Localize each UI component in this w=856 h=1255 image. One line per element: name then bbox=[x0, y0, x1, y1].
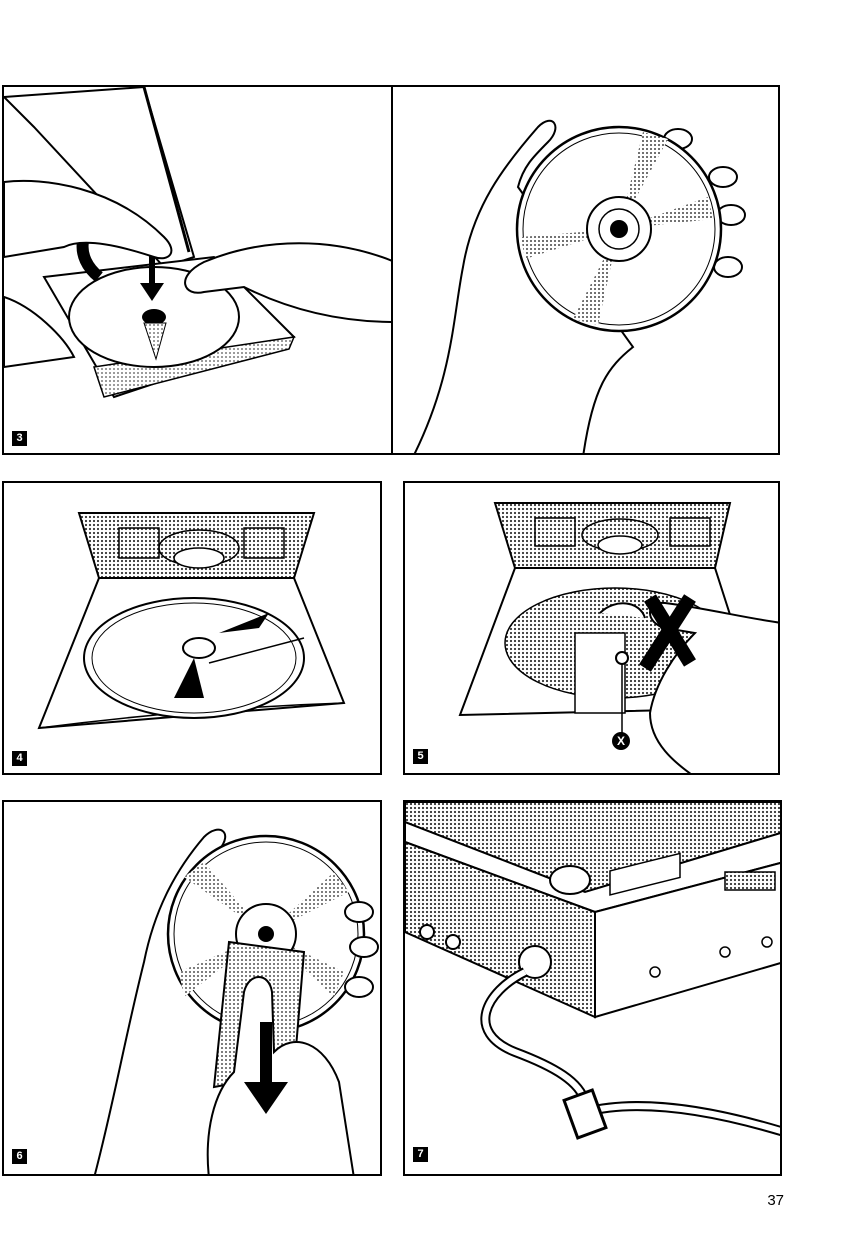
step-5-panel: X 5 bbox=[403, 481, 780, 775]
lens-marker: X bbox=[612, 732, 630, 750]
step-4-panel: 4 bbox=[2, 481, 382, 775]
step-number-badge: 7 bbox=[413, 1147, 428, 1162]
do-not-touch-lens-icon bbox=[405, 483, 780, 775]
cd-in-player-icon bbox=[4, 483, 382, 775]
hold-cd-panel bbox=[391, 85, 780, 455]
open-cd-case-icon bbox=[4, 87, 393, 455]
step-number-badge: 6 bbox=[12, 1149, 27, 1164]
step-number-badge: 5 bbox=[413, 749, 428, 764]
step-7-panel: 7 bbox=[403, 800, 782, 1176]
wipe-cd-icon bbox=[4, 802, 382, 1176]
player-strap-icon bbox=[405, 802, 782, 1176]
step-number-badge: 4 bbox=[12, 751, 27, 766]
step-number-badge: 3 bbox=[12, 431, 27, 446]
hand-holding-cd-icon bbox=[393, 87, 780, 455]
step-3-panel: 3 bbox=[2, 85, 393, 455]
step-6-panel: 6 bbox=[2, 800, 382, 1176]
page-number: 37 bbox=[767, 1192, 784, 1209]
